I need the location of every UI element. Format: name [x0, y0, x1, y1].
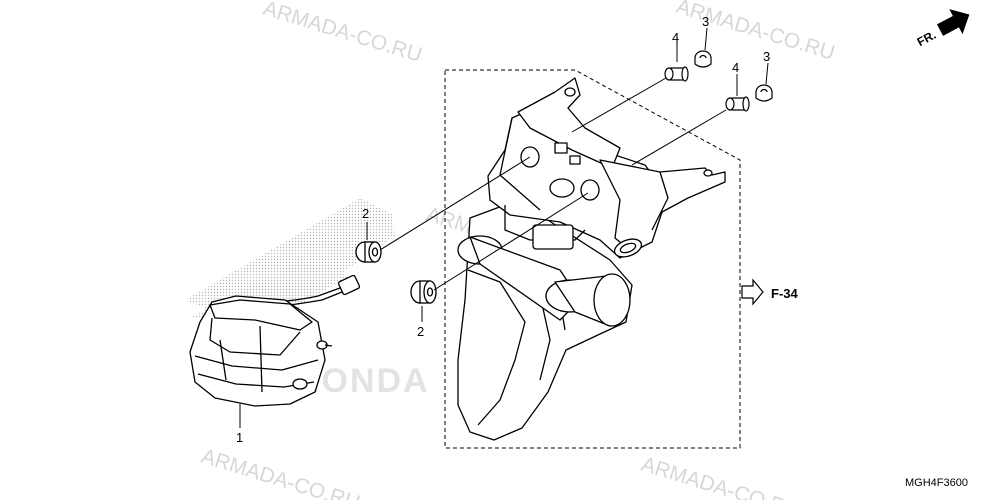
- tail-light-assembly: [189, 274, 361, 407]
- direction-label: FR.: [915, 28, 939, 49]
- hollow-arrow-icon: [741, 278, 764, 306]
- collar-upper: [664, 66, 689, 82]
- callout-3: 3: [763, 49, 770, 64]
- callout-4: 4: [672, 30, 679, 45]
- collar-lower: [725, 96, 750, 112]
- callout-1: 1: [236, 430, 243, 445]
- watermark-text: ARMADA-CO.RU: [261, 0, 425, 67]
- front-direction-indicator: FR.: [915, 9, 970, 49]
- watermark-text: ARMADA-CO.RU: [639, 453, 803, 500]
- callout-labels: 1 2 2 3 3 4 4: [236, 14, 770, 445]
- rear-fender-bracket: [457, 77, 726, 441]
- callout-4: 4: [732, 60, 739, 75]
- nut-upper: [694, 50, 712, 68]
- reference-label: F-34: [771, 286, 799, 301]
- callout-3: 3: [702, 14, 709, 29]
- drawing-code: MGH4F3600: [905, 477, 968, 489]
- watermark-text: ARMADA-CO.RU: [199, 445, 363, 500]
- nut-lower: [755, 84, 773, 102]
- callout-2: 2: [417, 324, 424, 339]
- grommet-upper: [355, 241, 382, 263]
- assembly-boundary: [444, 69, 741, 449]
- callout-2: 2: [362, 206, 369, 221]
- grommet-lower: [410, 280, 437, 304]
- leader-lines: [239, 27, 769, 428]
- arrow-right-icon: [936, 9, 970, 36]
- reference-arrow: F-34: [741, 278, 799, 306]
